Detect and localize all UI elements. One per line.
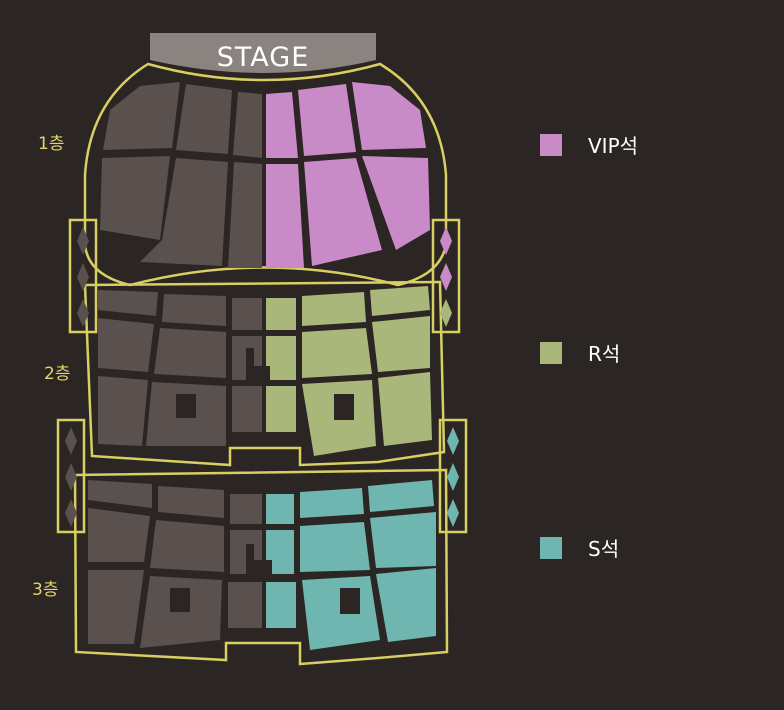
seat-block: [302, 328, 372, 378]
seat-block: [176, 84, 232, 154]
floor-1-right-box: [431, 218, 461, 334]
seat-block: [98, 290, 158, 316]
seat-block: [266, 298, 296, 330]
stage-label: STAGE: [217, 42, 310, 73]
aisle-voids: [170, 394, 360, 614]
aisle-void: [176, 394, 196, 418]
seat-block: [266, 530, 294, 574]
floor-3-blocks: [88, 480, 436, 650]
seat-block: [266, 582, 296, 628]
side-box: [77, 263, 89, 291]
seat-block: [368, 480, 434, 512]
aisle-void: [334, 394, 354, 420]
floor-label-1: 1층: [38, 134, 64, 154]
seat-block: [88, 480, 152, 508]
seat-block: [98, 376, 148, 446]
seat-block: [228, 582, 262, 628]
floor-1-blocks: [100, 82, 430, 268]
seat-block: [372, 316, 430, 372]
side-box: [77, 227, 89, 255]
seat-block: [228, 162, 262, 268]
seat-block: [154, 328, 226, 378]
side-box: [440, 299, 452, 327]
side-box: [447, 427, 459, 455]
seat-block: [88, 508, 150, 562]
seat-block: [266, 336, 296, 380]
seat-block: [230, 494, 262, 524]
seat-block: [266, 164, 304, 268]
side-box: [440, 263, 452, 291]
side-box: [440, 227, 452, 255]
seat-block: [103, 82, 180, 150]
side-box-diamonds: [65, 227, 459, 527]
seat-block: [362, 156, 430, 250]
floor-1-left-box: [68, 218, 98, 334]
seat-block: [100, 156, 170, 240]
seat-block: [98, 318, 154, 372]
seat-block: [300, 522, 370, 572]
seat-block: [162, 294, 226, 326]
seat-block: [300, 488, 364, 518]
floor-2-outline: [83, 280, 446, 467]
seat-block: [158, 486, 224, 518]
seat-block: [352, 82, 426, 150]
legend-swatch-r: [540, 341, 562, 364]
seat-block: [302, 292, 366, 326]
floor-2-left-box: [56, 418, 86, 534]
seat-block: [266, 494, 294, 524]
legend-swatch-s: [540, 536, 562, 559]
side-box: [447, 499, 459, 527]
legend-label-r: R석: [588, 342, 621, 366]
seat-block: [266, 386, 296, 432]
seat-block: [232, 386, 262, 432]
legend-swatch-vip: [540, 133, 562, 156]
seat-block: [232, 298, 262, 330]
aisle-void: [340, 588, 360, 614]
seat-block: [376, 568, 436, 642]
seat-block: [378, 372, 432, 446]
seat-block: [140, 158, 228, 266]
aisle-void: [170, 588, 190, 612]
legend-item-s: S석: [540, 533, 619, 562]
side-box: [65, 499, 77, 527]
side-box: [65, 463, 77, 491]
seat-block: [232, 336, 262, 380]
floor-2-right-box: [438, 418, 468, 534]
seat-block: [88, 570, 144, 644]
floor-3-outline: [73, 468, 449, 666]
side-box: [447, 463, 459, 491]
legend-item-vip: VIP석: [540, 130, 638, 159]
floor-label-2: 2층: [44, 364, 70, 384]
seat-block: [230, 530, 262, 574]
stage: [150, 33, 376, 73]
seat-block: [150, 520, 224, 572]
seat-block: [266, 92, 298, 158]
side-box: [77, 299, 89, 327]
legend-item-r: R석: [540, 338, 620, 367]
floor-2-blocks: [98, 286, 432, 456]
legend-label-vip: VIP석: [588, 134, 639, 158]
floor-label-3: 3층: [32, 580, 58, 600]
seat-block: [233, 92, 262, 158]
seat-block: [370, 512, 436, 568]
seat-block: [298, 84, 356, 156]
legend-label-s: S석: [588, 537, 620, 561]
seat-block: [370, 286, 430, 316]
side-box: [65, 427, 77, 455]
seat-block: [304, 158, 382, 266]
